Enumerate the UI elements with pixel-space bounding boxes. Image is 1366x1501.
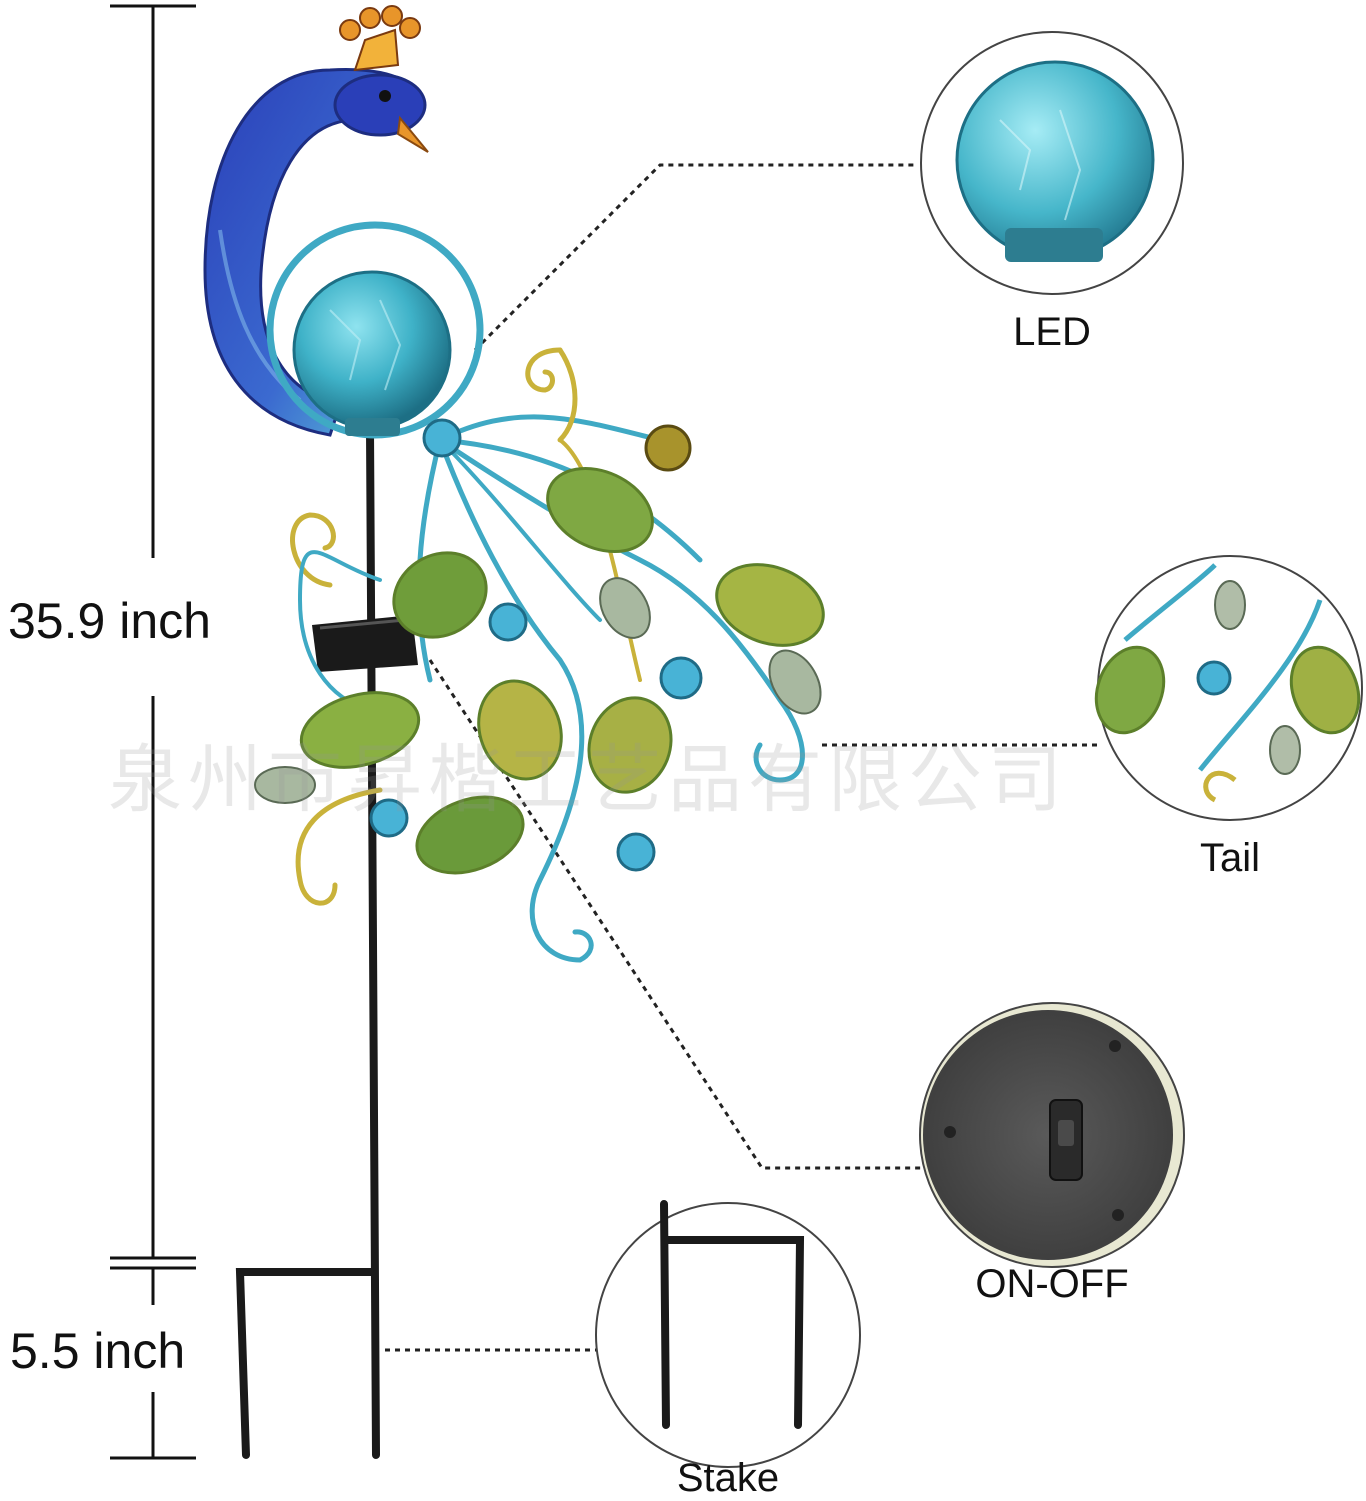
tail-label: Tail — [1199, 836, 1261, 880]
stake-label: Stake — [676, 1456, 780, 1500]
gold-medallion — [644, 424, 692, 472]
led-globe — [266, 221, 484, 439]
height-dimension-label: 35.9 inch — [8, 593, 211, 649]
on-off-label: ON-OFF — [975, 1262, 1129, 1306]
height-dimension-line — [110, 4, 196, 1260]
crest — [339, 5, 421, 72]
blue-jewels — [369, 418, 703, 872]
tail-feathers — [290, 347, 805, 963]
led-zoom-circle — [920, 31, 1184, 295]
peacock-head — [333, 5, 429, 153]
stake-dimension-label: 5.5 inch — [10, 1323, 186, 1379]
garden-stake — [235, 426, 380, 1459]
callout-leader-lines — [385, 163, 1100, 1352]
tail-leaves — [299, 466, 825, 875]
led-label: LED — [1013, 310, 1091, 354]
switch-zoom-circle — [919, 1002, 1185, 1268]
crystal-drops — [254, 577, 822, 804]
tail-zoom-circle — [1094, 555, 1363, 821]
stake-dimension-line — [110, 1266, 196, 1460]
solar-panel — [312, 615, 418, 672]
stake-zoom-circle — [595, 1200, 861, 1468]
